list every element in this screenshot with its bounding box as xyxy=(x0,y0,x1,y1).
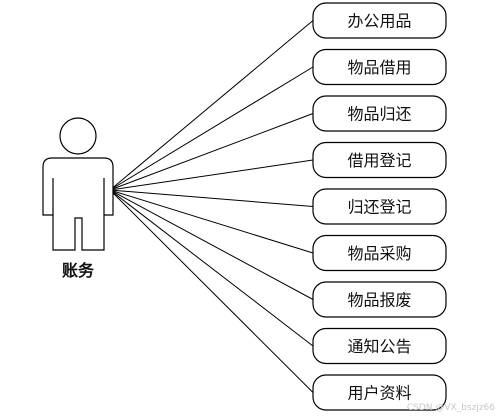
use-case-node: 借用登记 xyxy=(312,141,447,179)
use-case-box xyxy=(312,234,447,272)
use-case-label: 归还登记 xyxy=(347,198,411,217)
use-case-label: 物品借用 xyxy=(347,58,411,77)
use-case-node: 物品采购 xyxy=(312,234,447,272)
use-case-label: 通知公告 xyxy=(347,337,411,356)
use-case-label: 用户资料 xyxy=(347,384,411,403)
use-case-box xyxy=(312,327,447,365)
association-line xyxy=(109,189,314,393)
use-case-label: 办公用品 xyxy=(347,12,411,31)
association-line xyxy=(109,113,314,191)
use-case-node: 用户资料 xyxy=(312,374,447,411)
use-case-box xyxy=(312,48,447,86)
use-case-box xyxy=(312,95,447,132)
association-line xyxy=(109,189,314,300)
use-case-label: 物品报废 xyxy=(347,291,411,310)
association-line xyxy=(109,66,314,191)
use-case-box xyxy=(312,281,447,318)
watermark-text: CSDN @VX_bszjz66 xyxy=(406,403,495,413)
actor-figure xyxy=(42,117,114,251)
association-line xyxy=(109,189,314,207)
use-case-node: 通知公告 xyxy=(312,327,447,365)
actor-name: 账务 xyxy=(62,261,95,280)
association-lines xyxy=(109,20,314,393)
use-case-box xyxy=(312,141,447,179)
use-case-node: 物品借用 xyxy=(312,48,447,86)
use-case-box xyxy=(312,188,447,225)
use-case-node: 物品归还 xyxy=(312,95,447,132)
use-case-label: 物品归还 xyxy=(347,105,411,124)
use-case-node: 物品报废 xyxy=(312,281,447,318)
actor-head xyxy=(59,117,97,155)
use-case-box xyxy=(312,374,447,411)
association-line xyxy=(109,189,314,347)
actor-body xyxy=(42,157,114,251)
use-case-label: 物品采购 xyxy=(347,244,411,263)
association-line xyxy=(109,20,314,191)
association-line xyxy=(109,189,314,254)
use-case-node: 办公用品 xyxy=(312,2,447,39)
association-line xyxy=(109,159,314,191)
use-case-label: 借用登记 xyxy=(347,151,411,170)
use-case-box xyxy=(312,2,447,39)
use-case-node: 归还登记 xyxy=(312,188,447,225)
